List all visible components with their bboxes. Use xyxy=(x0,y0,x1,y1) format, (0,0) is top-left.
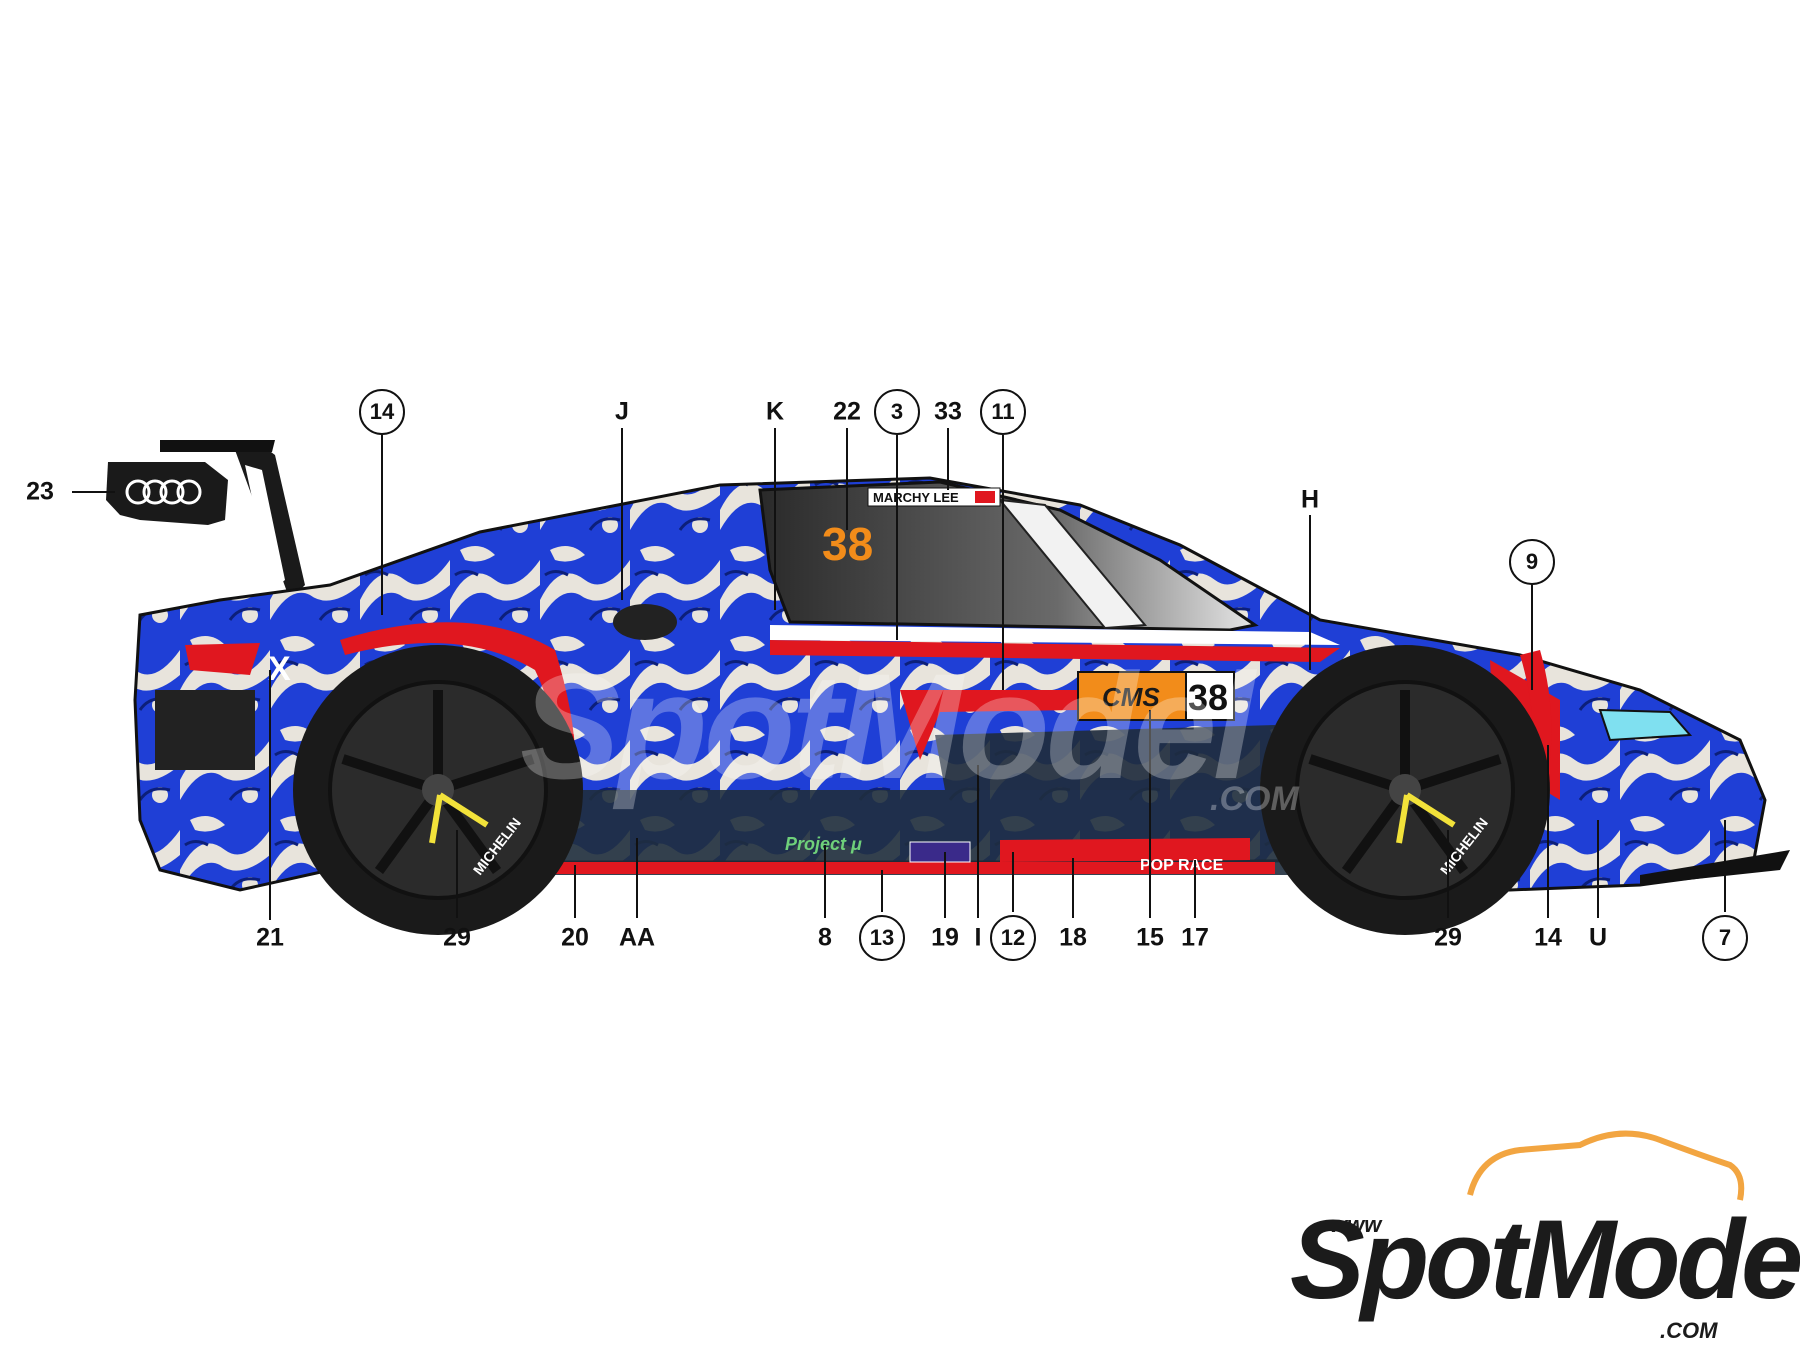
callout-bottom-b19: 19 xyxy=(931,923,959,952)
callout-bottom-b17: 17 xyxy=(1181,923,1209,952)
callout-top-t14: 14 xyxy=(359,389,405,435)
callout-bottom-b21: 21 xyxy=(256,923,284,952)
audi-rings-icon xyxy=(125,479,202,505)
door-sponsor-panel xyxy=(1077,671,1187,721)
callout-top-t33: 33 xyxy=(934,397,962,426)
callout-bottom-b29a: 29 xyxy=(443,923,471,952)
red-sill-line xyxy=(545,862,1275,874)
white-stripe-upper xyxy=(770,625,1340,645)
watermark-com: .COM xyxy=(1210,780,1299,818)
sill-sponsor-poprace: POP RACE xyxy=(1140,857,1224,874)
red-stripe-upper xyxy=(770,640,1340,662)
callout-bottom-b18: 18 xyxy=(1059,923,1087,952)
callout-bottom-b20: 20 xyxy=(561,923,589,952)
sill-sponsor-project: Project μ xyxy=(785,834,862,854)
callout-bottom-b14: 14 xyxy=(1534,923,1562,952)
side-intake xyxy=(935,725,1280,790)
callout-bottom-b29b: 29 xyxy=(1434,923,1462,952)
door-number-panel xyxy=(1185,671,1235,721)
callout-top-t9: 9 xyxy=(1509,539,1555,585)
logo-car-outline-icon xyxy=(1467,1130,1745,1201)
roof-banner xyxy=(867,487,1001,507)
rear-letter: X xyxy=(268,650,291,688)
callout-bottom-bI: I xyxy=(974,923,982,952)
callout-bottom-b12: 12 xyxy=(990,915,1036,961)
rear-lamp xyxy=(185,643,260,675)
front-splitter xyxy=(1640,850,1790,885)
callout-top-tK: K xyxy=(765,397,785,426)
callout-top-t23: 23 xyxy=(26,477,54,506)
sill-sponsor-badge xyxy=(909,841,971,863)
door-race-number: 38 xyxy=(1188,677,1228,718)
red-stripe-door xyxy=(900,690,1120,760)
callout-bottom-bU: U xyxy=(1588,923,1608,952)
callout-top-tJ: J xyxy=(615,397,629,426)
callout-bottom-b7: 7 xyxy=(1702,915,1748,961)
callout-bottom-bAA: AA xyxy=(618,923,656,952)
window-pillar xyxy=(997,498,1148,630)
logo-com: .COM xyxy=(1660,1318,1718,1343)
logo-www: www xyxy=(1330,1212,1382,1237)
callout-top-t3: 3 xyxy=(874,389,920,435)
rear-wing xyxy=(160,440,305,600)
rear-wheel xyxy=(293,645,583,935)
callout-top-t11: 11 xyxy=(980,389,1026,435)
callout-top-tH: H xyxy=(1300,485,1320,514)
roof-banner-text: MARCHY LEE xyxy=(873,490,959,505)
callout-bottom-b8: 8 xyxy=(818,923,832,952)
headlight xyxy=(1598,708,1693,742)
flag-icon xyxy=(975,491,995,503)
rear-diffuser xyxy=(155,690,255,770)
logo-brand: SpotModel xyxy=(1290,1197,1800,1322)
callout-bottom-b15: 15 xyxy=(1136,923,1164,952)
fuel-cap xyxy=(613,604,677,640)
red-arc-rear xyxy=(340,622,576,790)
door-sponsor-text: CMS xyxy=(1102,682,1160,712)
red-sill-band xyxy=(1000,838,1250,862)
leader-lines xyxy=(72,428,1726,920)
front-wheel xyxy=(1260,645,1550,935)
callout-top-t22: 22 xyxy=(833,397,861,426)
watermark-brand: SpotModel xyxy=(520,642,1255,810)
callout-bottom-b13: 13 xyxy=(859,915,905,961)
